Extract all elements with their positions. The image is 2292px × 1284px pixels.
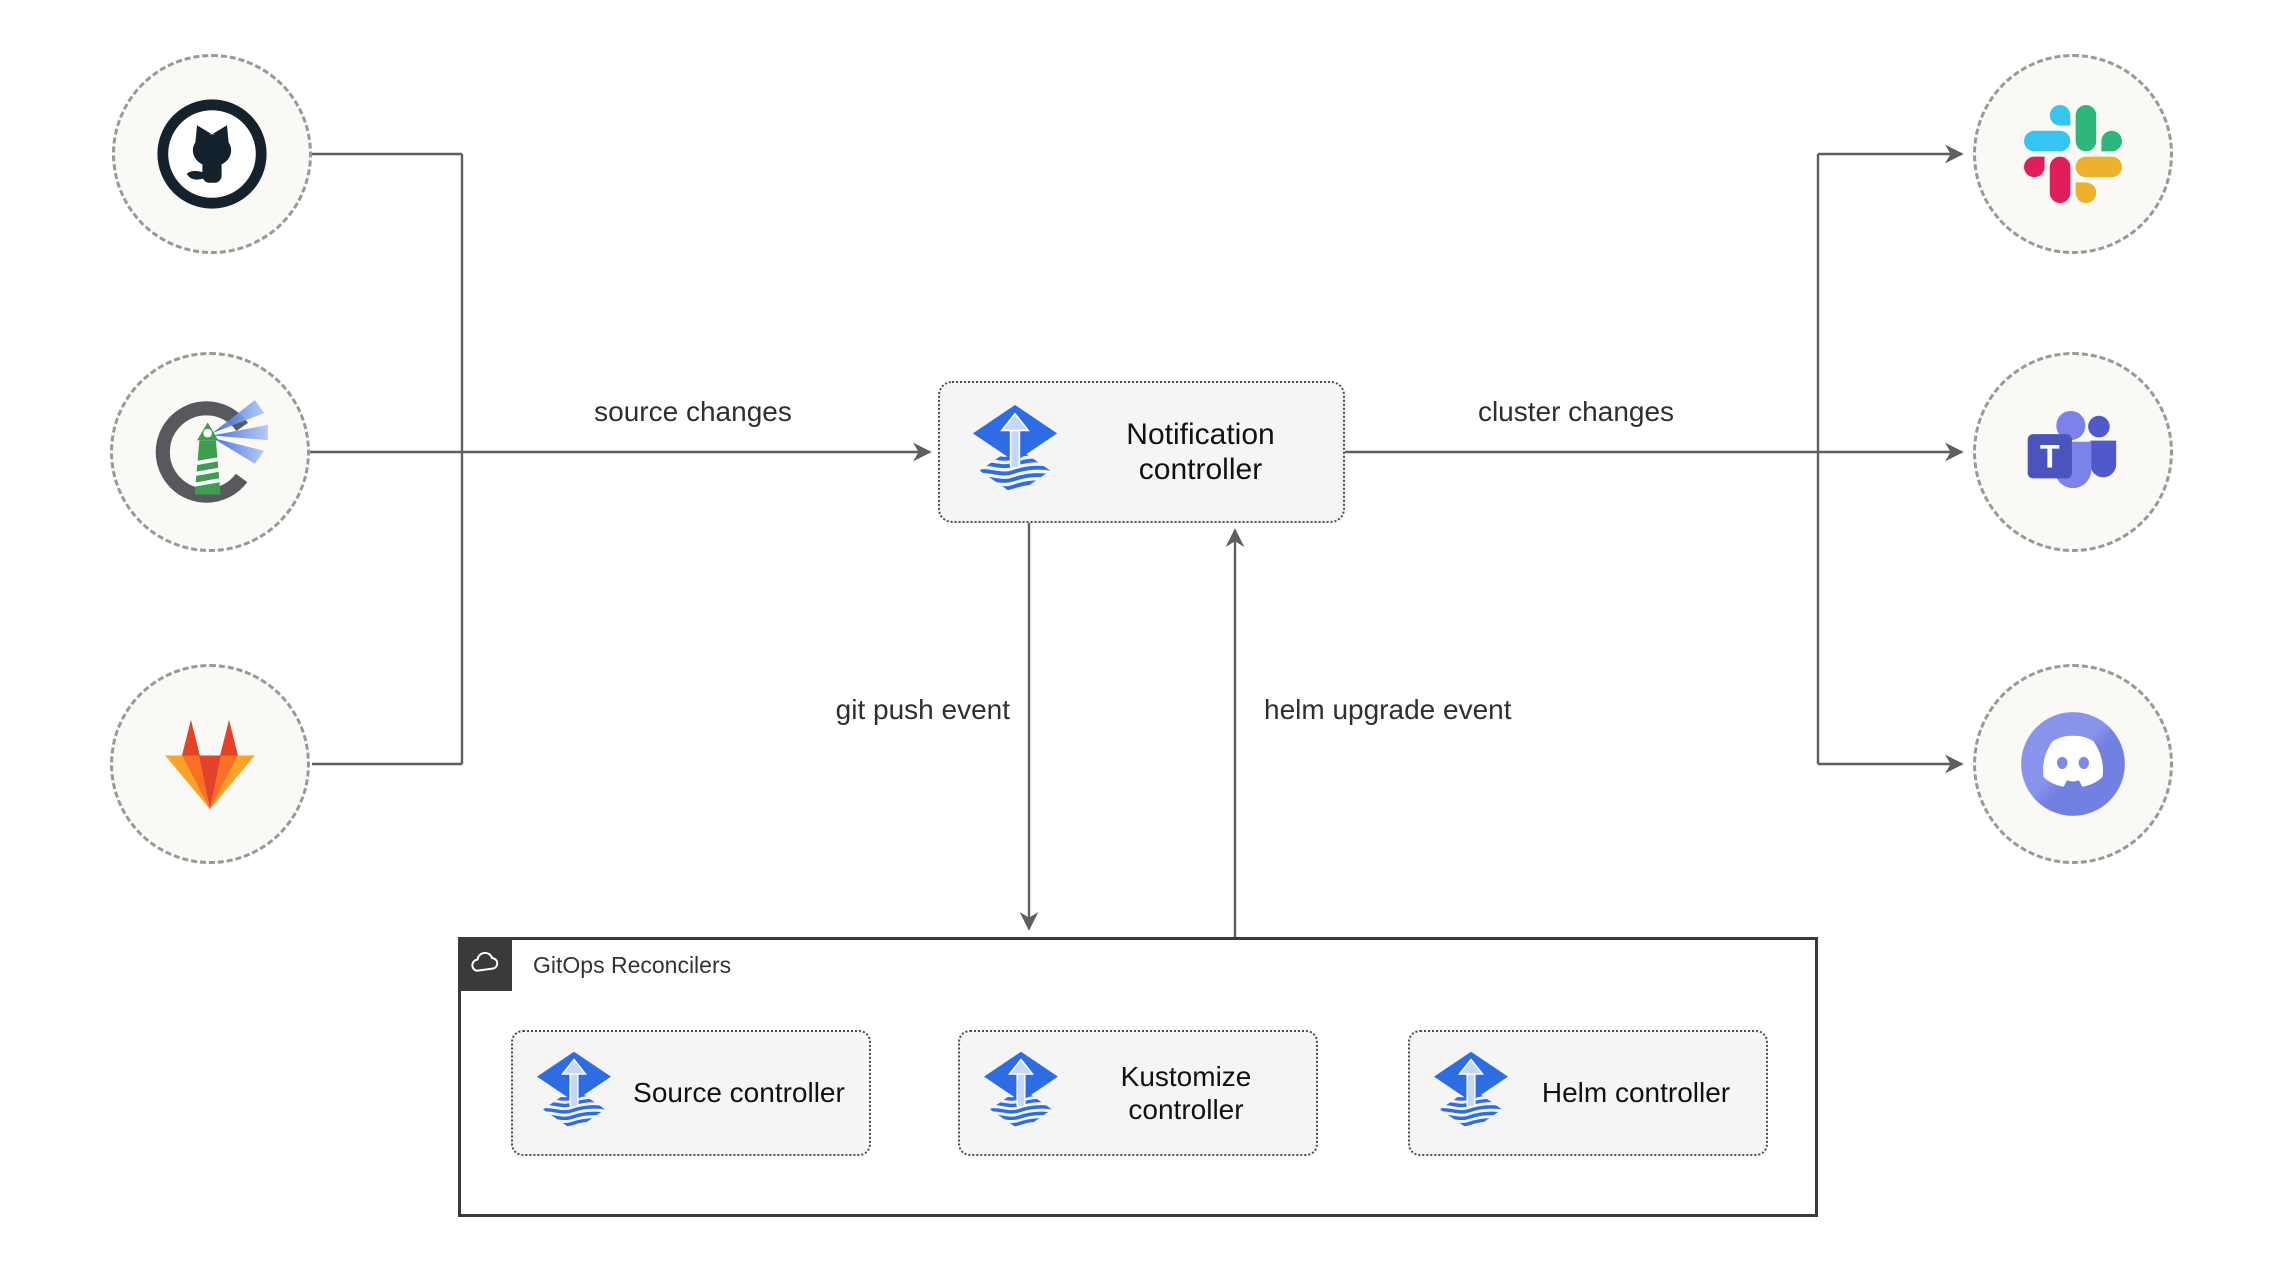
microsoft-teams-icon: T: [2027, 410, 2117, 488]
edge-label-source-changes: source changes: [594, 396, 792, 427]
harbor-icon: [155, 400, 268, 503]
notification-controller-label: Notification controller: [1126, 417, 1275, 486]
flux-icon: [1428, 1050, 1514, 1136]
kustomize-controller-node: Kustomize controller: [958, 1030, 1318, 1156]
helm-controller-label: Helm controller: [1541, 1077, 1731, 1109]
flux-icon: [966, 403, 1064, 501]
source-controller-node: Source controller: [511, 1030, 871, 1156]
flux-icon: [978, 1050, 1064, 1136]
gitops-reconcilers-tab: [458, 937, 512, 991]
flux-icon: [531, 1050, 617, 1136]
source-node-gitlab: [110, 664, 310, 864]
kustomize-controller-label: Kustomize controller: [1120, 1060, 1252, 1125]
gitops-reconcilers-group: GitOps Reconcilers Source controller Kus…: [458, 937, 1818, 1217]
provider-node-slack: [1973, 54, 2173, 254]
helm-controller-node: Helm controller: [1408, 1030, 1768, 1156]
provider-node-discord: [1973, 664, 2173, 864]
cloud-icon: [471, 951, 499, 972]
github-icon: [157, 99, 267, 209]
gitlab-icon: [165, 719, 255, 809]
discord-icon: [2021, 712, 2125, 816]
source-controller-label: Source controller: [633, 1077, 845, 1109]
edge-label-cluster-changes: cluster changes: [1477, 396, 1675, 427]
provider-node-teams: T: [1973, 352, 2173, 552]
edge-label-helm-upgrade-event: helm upgrade event: [1264, 694, 1512, 725]
notification-controller-node: Notification controller: [938, 381, 1345, 523]
source-node-github: [112, 54, 312, 254]
slack-icon: [2024, 105, 2122, 203]
source-node-harbor: [110, 352, 310, 552]
edge-label-git-push-event: git push event: [835, 694, 1010, 725]
teams-letter: T: [2040, 438, 2060, 474]
gitops-reconcilers-title: GitOps Reconcilers: [533, 952, 732, 978]
